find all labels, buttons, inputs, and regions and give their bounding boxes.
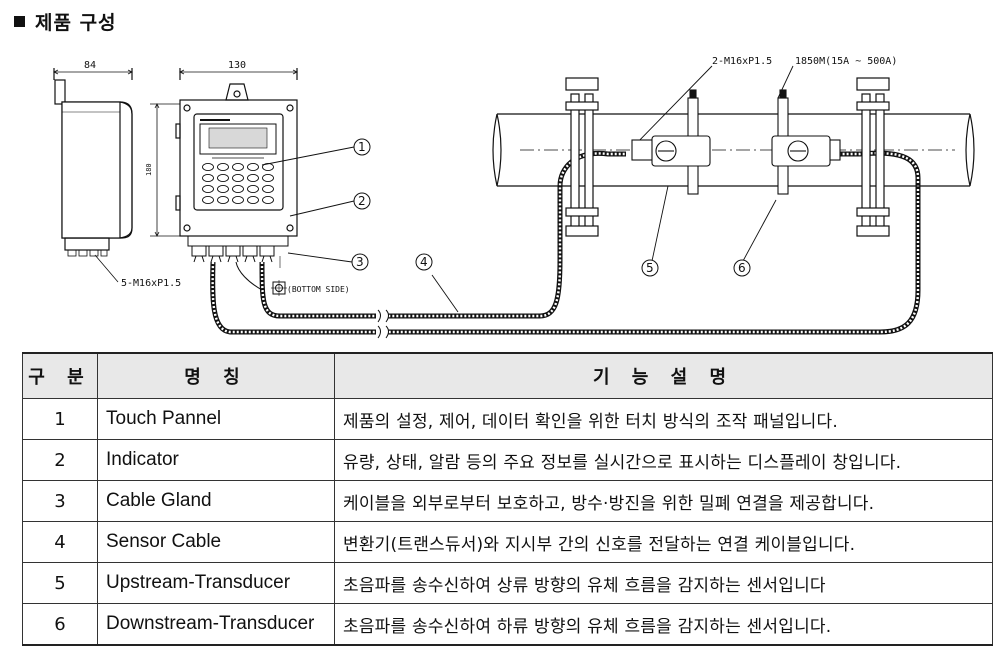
- keypad-key: [202, 162, 214, 172]
- table-row: 5 Upstream-Transducer 초음파를 송수신하여 상류 방향의 …: [22, 562, 993, 604]
- component-description: 케이블을 외부로부터 보호하고, 방수·방진을 위한 밀폐 연결을 제공합니다.: [334, 480, 993, 522]
- transducers: [631, 89, 841, 195]
- row-number: 2: [22, 439, 98, 481]
- callout-leaders: [261, 65, 794, 313]
- keypad-key: [232, 162, 244, 172]
- header-name: 명 칭: [97, 352, 335, 399]
- row-number: 1: [22, 398, 98, 440]
- table-row: 4 Sensor Cable 변환기(트랜스듀서)와 지시부 간의 신호를 전달…: [22, 521, 993, 563]
- component-name: Indicator: [97, 439, 335, 481]
- component-name: Sensor Cable: [97, 521, 335, 563]
- keypad-key: [217, 162, 229, 172]
- page-title-text: 제품 구성: [35, 12, 117, 34]
- keypad-key: [262, 195, 274, 205]
- callout-1: 1: [358, 140, 366, 154]
- callout-2: 2: [358, 194, 366, 208]
- component-table: 구 분 명 칭 기 능 설 명 1 Touch Pannel 제품의 설정, 제…: [22, 352, 993, 646]
- flanges: [565, 77, 890, 237]
- callout-circles: [351, 138, 751, 277]
- keypad-key: [247, 173, 259, 183]
- side-view: [53, 68, 133, 283]
- component-name: Downstream-Transducer: [97, 603, 335, 646]
- front-width-label: 130: [228, 60, 246, 71]
- table-row: 1 Touch Pannel 제품의 설정, 제어, 데이터 확인을 위한 터치…: [22, 398, 993, 440]
- keypad-key: [262, 184, 274, 194]
- square-bullet-icon: [14, 16, 25, 27]
- pipe: [492, 113, 975, 187]
- side-width-label: 84: [84, 60, 96, 71]
- front-view: [150, 68, 298, 237]
- table-row: 3 Cable Gland 케이블을 외부로부터 보호하고, 방수·방진을 위한…: [22, 480, 993, 522]
- cable-break-marks: [376, 309, 389, 340]
- keypad-key: [217, 184, 229, 194]
- header-description: 기 능 설 명: [334, 352, 993, 399]
- front-glands: [187, 235, 289, 296]
- keypad-key: [232, 184, 244, 194]
- callout-3: 3: [356, 255, 364, 269]
- row-number: 6: [22, 603, 98, 646]
- component-description: 초음파를 송수신하여 상류 방향의 유체 흐름을 감지하는 센서입니다: [334, 562, 993, 604]
- keypad-key: [217, 173, 229, 183]
- mount-thread-label: 2-M16xP1.5: [712, 56, 772, 67]
- callout-6: 6: [738, 261, 746, 275]
- keypad-key: [217, 195, 229, 205]
- table-row: 2 Indicator 유량, 상태, 알람 등의 주요 정보를 실시간으로 표…: [22, 439, 993, 481]
- keypad-key: [232, 195, 244, 205]
- keypad-key: [262, 173, 274, 183]
- row-number: 3: [22, 480, 98, 522]
- table-row: 6 Downstream-Transducer 초음파를 송수신하여 하류 방향…: [22, 603, 993, 646]
- table-header-row: 구 분 명 칭 기 능 설 명: [22, 352, 993, 399]
- keypad-key: [202, 184, 214, 194]
- callout-5: 5: [646, 261, 654, 275]
- component-name: Touch Pannel: [97, 398, 335, 440]
- callout-4: 4: [420, 255, 428, 269]
- component-name: Cable Gland: [97, 480, 335, 522]
- keypad-key: [247, 195, 259, 205]
- keypad-key: [202, 195, 214, 205]
- component-description: 변환기(트랜스듀서)와 지시부 간의 신호를 전달하는 연결 케이블입니다.: [334, 521, 993, 563]
- keypad-key: [247, 184, 259, 194]
- row-number: 5: [22, 562, 98, 604]
- product-diagram: 84 5-M16xP1.5 130 180 (BOTTOM SID: [53, 56, 975, 340]
- header-category: 구 분: [22, 352, 98, 399]
- keypad-key: [247, 162, 259, 172]
- front-height-label: 180: [145, 163, 153, 176]
- sensor-cables: [210, 150, 921, 335]
- cable-length-label: 1850M(15A ~ 500A): [795, 56, 897, 67]
- gland-thread-label: 5-M16xP1.5: [121, 278, 181, 289]
- component-name: Upstream-Transducer: [97, 562, 335, 604]
- page-title: 제품 구성: [14, 8, 117, 35]
- bottom-side-label: (BOTTOM SIDE): [287, 285, 350, 294]
- keypad-key: [202, 173, 214, 183]
- keypad-key: [232, 173, 244, 183]
- component-description: 유량, 상태, 알람 등의 주요 정보를 실시간으로 표시하는 디스플레이 창입…: [334, 439, 993, 481]
- keypad: [202, 162, 274, 205]
- component-description: 제품의 설정, 제어, 데이터 확인을 위한 터치 방식의 조작 패널입니다.: [334, 398, 993, 440]
- component-description: 초음파를 송수신하여 하류 방향의 유체 흐름을 감지하는 센서입니다.: [334, 603, 993, 646]
- row-number: 4: [22, 521, 98, 563]
